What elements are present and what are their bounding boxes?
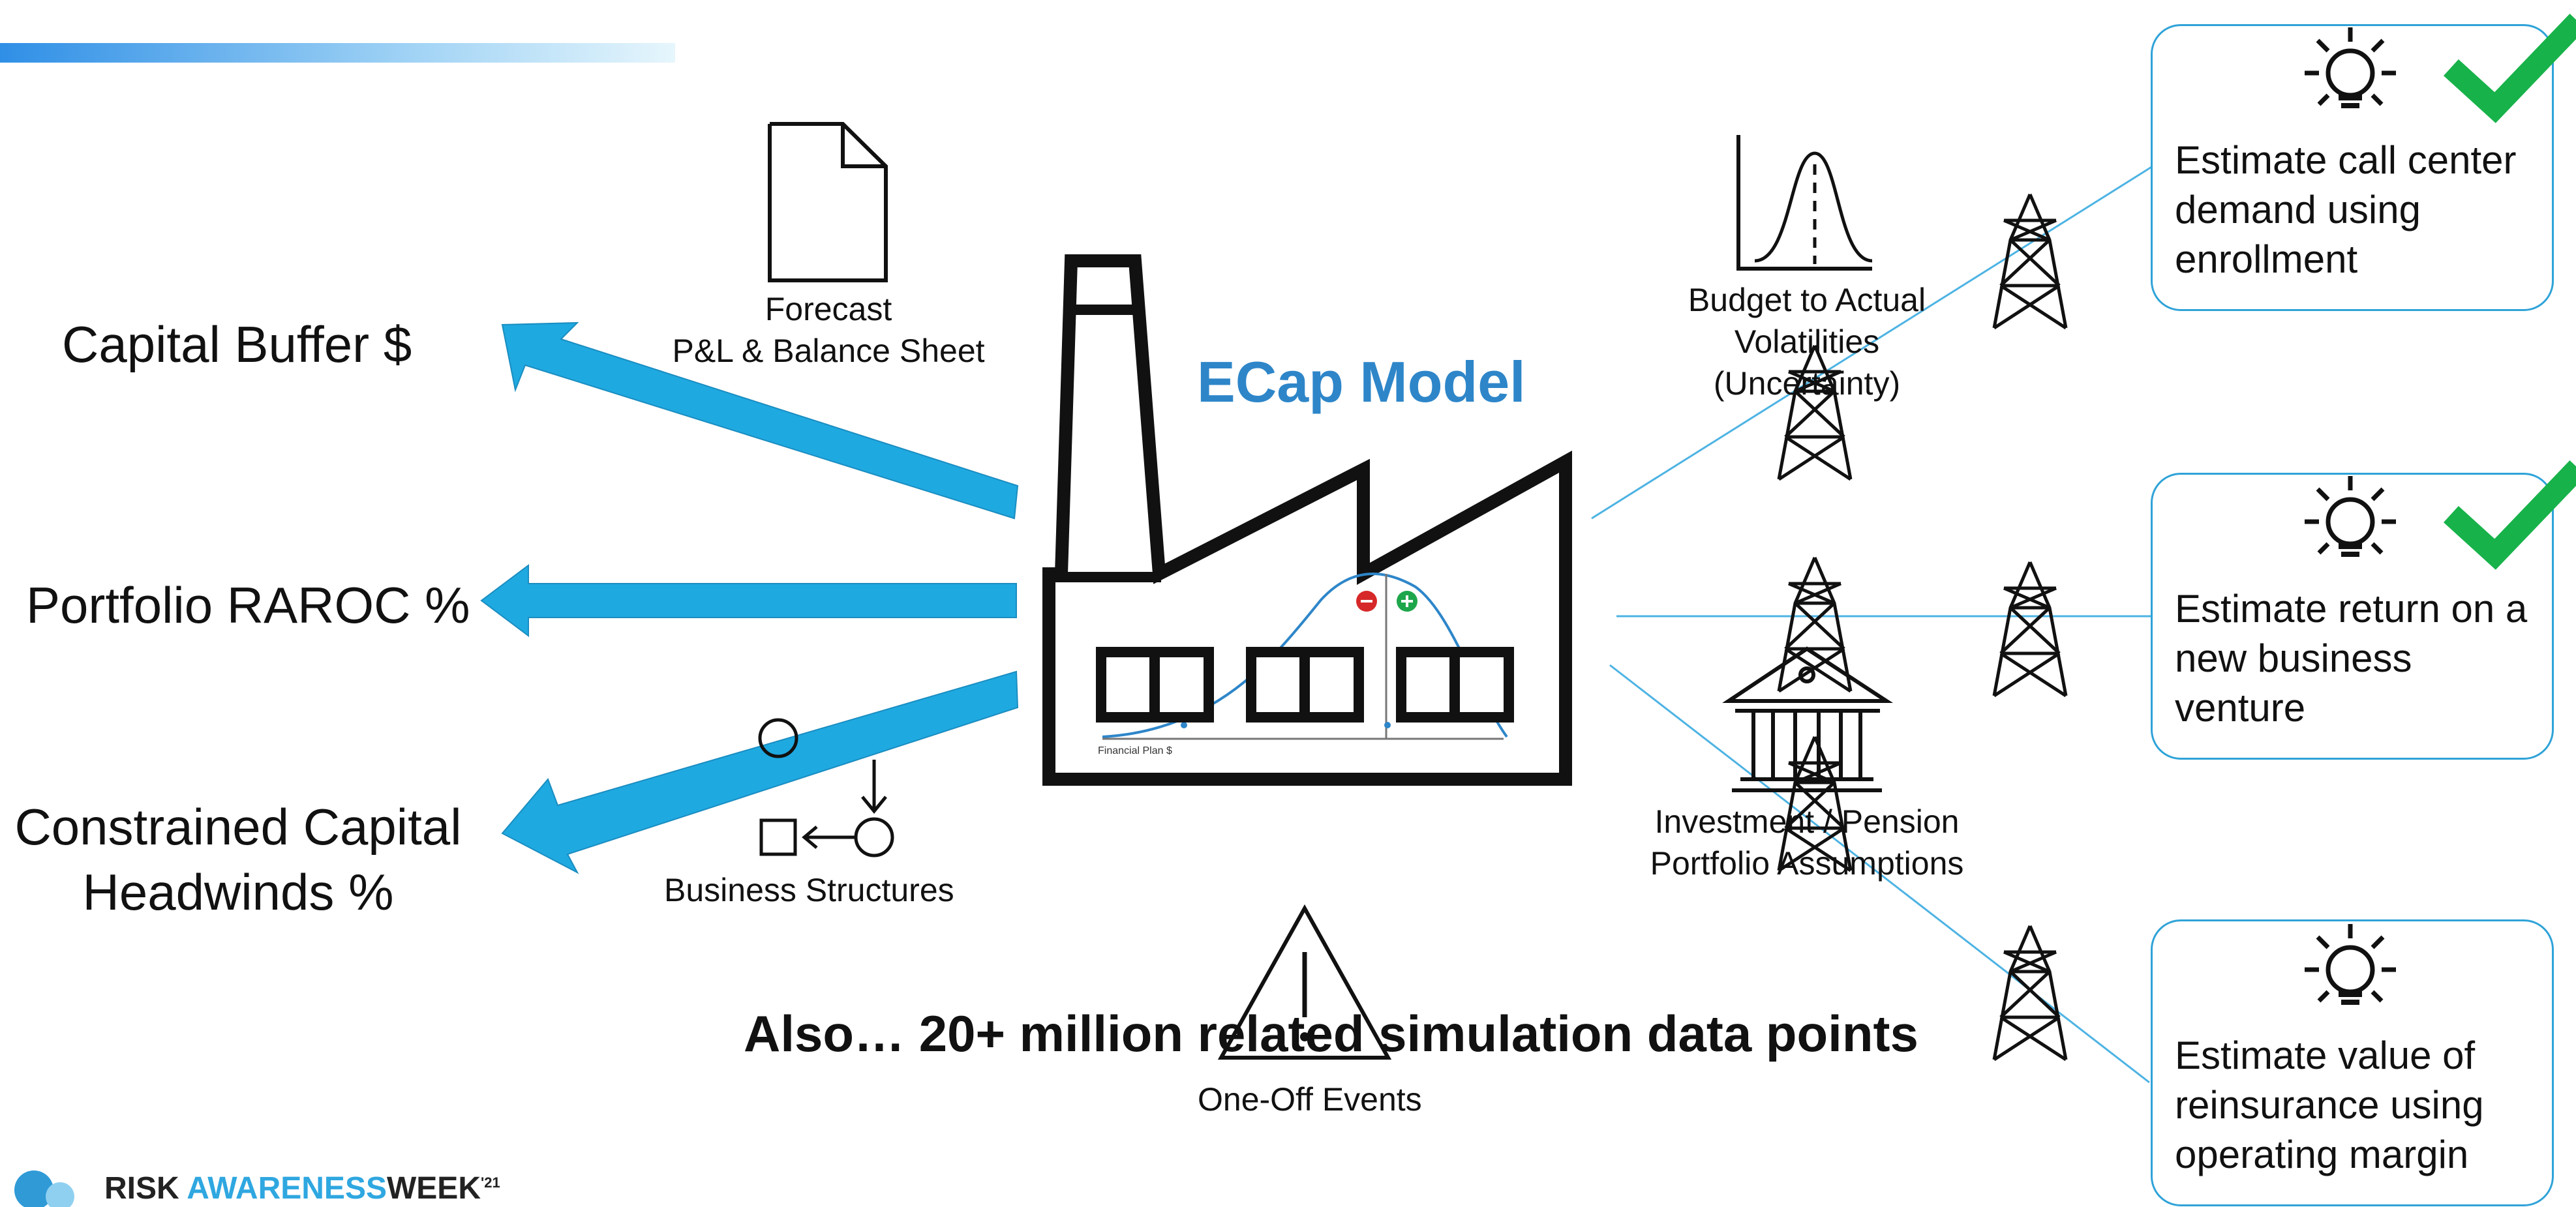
business-structures-label: Business Structures	[664, 872, 954, 908]
budget-line-1: Budget to Actual	[1688, 282, 1926, 318]
portfolio-raroc-label: Portfolio RAROC %	[26, 576, 470, 634]
constrained-line-2: Headwinds %	[82, 863, 394, 921]
risk-awareness-week-logo: RISK AWARENESSWEEK'21	[13, 1170, 500, 1206]
use-case-text: Estimate value of reinsurance using oper…	[2175, 1034, 2484, 1176]
logo-year: '21	[480, 1174, 500, 1191]
investment-line-2: Portfolio Assumptions	[1650, 845, 1964, 882]
budget-volatilities-label: Budget to Actual Volatilities (Uncertain…	[1670, 279, 1944, 404]
warning-icon	[1217, 904, 1392, 1060]
use-case-card: Estimate return on a new business ventur…	[2151, 473, 2554, 760]
budget-line-3: (Uncertainty)	[1713, 365, 1901, 402]
use-case-card: Estimate call center demand using enroll…	[2151, 24, 2554, 311]
logo-word-week: WEEK	[386, 1171, 481, 1206]
forecast-label: Forecast P&L & Balance Sheet	[652, 288, 1005, 372]
logo-globe-icon	[14, 1170, 74, 1207]
lightbulb-icon	[2305, 476, 2396, 557]
logo-word-risk: RISK	[104, 1171, 179, 1206]
use-case-text: Estimate return on a new business ventur…	[2175, 587, 2528, 730]
checkmark-icon	[2459, 476, 2570, 554]
arrow-constrained-capital	[501, 670, 1019, 874]
logo-word-awareness: AWARENESS	[187, 1171, 387, 1206]
forecast-line-1: Forecast	[765, 291, 892, 327]
bell-curve-icon	[1736, 135, 1873, 271]
investment-pension-label: Investment / Pension Portfolio Assumptio…	[1624, 801, 1990, 884]
one-off-events-label: One-Off Events	[1198, 1081, 1422, 1118]
capital-buffer-label: Capital Buffer $	[62, 316, 412, 373]
arrow-portfolio-raroc	[480, 564, 1017, 637]
business-structures-icon	[758, 718, 894, 857]
use-case-text: Estimate call center demand using enroll…	[2175, 138, 2517, 281]
lightbulb-icon	[2305, 924, 2396, 1005]
budget-line-2: Volatilities	[1734, 323, 1880, 360]
arrow-capital-buffer	[501, 321, 1019, 520]
connector-lines	[1591, 165, 2153, 1084]
header-bar	[0, 43, 675, 63]
investment-line-1: Investment / Pension	[1654, 803, 1960, 840]
document-icon	[768, 122, 888, 282]
forecast-line-2: P&L & Balance Sheet	[672, 333, 985, 369]
ecap-model-title: ECap Model	[1197, 350, 1526, 414]
constrained-capital-label: Constrained Capital Headwinds %	[0, 794, 476, 925]
checkmark-icon	[2459, 29, 2570, 108]
lightbulb-icon	[2305, 27, 2396, 108]
financial-plan-axis-label: Financial Plan $	[1098, 745, 1172, 756]
use-case-card: Estimate value of reinsurance using oper…	[2151, 919, 2554, 1206]
factory-icon	[1042, 254, 1572, 786]
constrained-line-1: Constrained Capital	[14, 798, 462, 856]
simulation-banner: Also… 20+ million related simulation dat…	[744, 1005, 1918, 1062]
